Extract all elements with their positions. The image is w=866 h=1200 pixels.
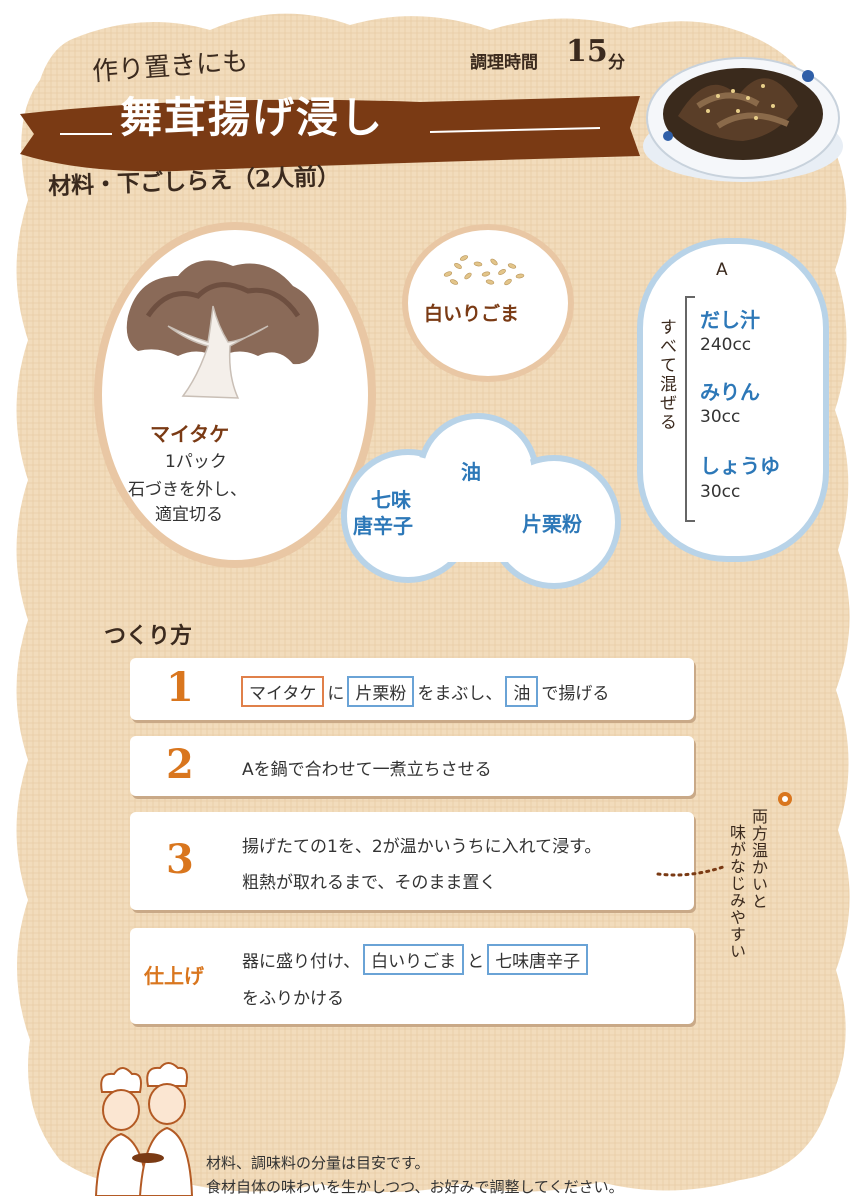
sauce-bracket (685, 296, 695, 522)
steps-heading: つくり方 (104, 623, 193, 649)
maitake-mushroom-icon (126, 260, 319, 399)
shoyu-quantity: 30cc (700, 482, 741, 502)
maitake-prep-line1: 石づきを外し、 (128, 480, 247, 500)
finish-label: 仕上げ (144, 964, 204, 988)
katakuri-name: 片栗粉 (522, 512, 582, 536)
dashi-name: だし汁 (700, 308, 760, 332)
side-note-line2: 味がなじみやすい (727, 824, 746, 960)
step-text-line1: 器に盛り付け、白いりごまと七味唐辛子 (242, 944, 591, 975)
shoyu-name: しょうゆ (700, 454, 780, 478)
maitake-name: マイタケ (150, 422, 230, 446)
footer-note-line1: 材料、調味料の分量は目安です。 (206, 1154, 430, 1172)
sesame-seeds-icon (443, 255, 525, 286)
step-card-1: 1 マイタケに片栗粉をまぶし、油で揚げる (130, 658, 694, 720)
step-text-line1: 揚げたての1を、2が温かいうちに入れて浸す。 (242, 837, 602, 857)
ingredient-tag-katakuri: 片栗粉 (347, 676, 415, 707)
step-text-line2: をふりかける (242, 989, 344, 1009)
ingredient-tag-sesame: 白いりごま (363, 944, 465, 975)
flower-icon (778, 792, 792, 806)
step-text-line2: 粗熱が取れるまで、そのまま置く (242, 873, 497, 893)
step-number: 1 (166, 664, 194, 711)
chefs-illustration-icon (94, 1062, 194, 1196)
step-text: マイタケに片栗粉をまぶし、油で揚げる (238, 676, 609, 707)
ingredient-tag-oil: 油 (505, 676, 539, 707)
dish-photo (643, 57, 843, 182)
footer-note-line2: 食材自体の味わいを生かしつつ、お好みで調整してください。 (206, 1178, 624, 1196)
recipe-title: 舞茸揚げ浸し (120, 93, 385, 142)
sauce-a-bubble (637, 238, 829, 562)
step-card-3: 3 揚げたての1を、2が温かいうちに入れて浸す。 粗熱が取れるまで、そのまま置く (130, 812, 694, 910)
dotted-pointer (656, 864, 728, 877)
seasoning-bubble (341, 413, 621, 589)
title-ribbon (20, 96, 640, 172)
step-text-part: 器に盛り付け、 (242, 952, 361, 972)
sesame-name: 白いりごま (424, 303, 520, 325)
maitake-quantity: 1パック (165, 452, 227, 472)
sesame-bubble (402, 224, 574, 382)
step-number: 2 (166, 741, 194, 788)
maitake-prep-line2: 適宜切る (155, 505, 223, 525)
dashi-quantity: 240cc (700, 335, 752, 355)
ingredient-tag-maitake: マイタケ (241, 676, 325, 707)
cooking-time-unit: 分 (608, 53, 625, 73)
side-note-line1: 両方温かいと (749, 808, 768, 910)
step-text: Aを鍋で合わせて一煮立ちさせる (242, 760, 492, 780)
step-text-part: で揚げる (541, 684, 610, 704)
oil-name: 油 (461, 460, 481, 484)
sauce-a-label: A (716, 260, 728, 280)
step-text-part: と (467, 952, 485, 972)
shichimi-name-line1: 七味 (371, 488, 411, 512)
step-card-2: 2 Aを鍋で合わせて一煮立ちさせる (130, 736, 694, 796)
step-card-finish: 仕上げ 器に盛り付け、白いりごまと七味唐辛子 をふりかける (130, 928, 694, 1024)
step-text-part: に (327, 684, 345, 704)
mirin-name: みりん (700, 380, 760, 404)
step-number: 3 (166, 836, 194, 883)
shichimi-name-line2: 唐辛子 (353, 514, 413, 538)
step-text-part: をまぶし、 (417, 684, 503, 704)
cooking-time-value: 15 (566, 34, 608, 69)
ingredient-tag-shichimi: 七味唐辛子 (487, 944, 589, 975)
sauce-mix-note: すべて混ぜる (656, 318, 676, 432)
mirin-quantity: 30cc (700, 407, 741, 427)
cooking-time-label: 調理時間 (470, 53, 538, 73)
